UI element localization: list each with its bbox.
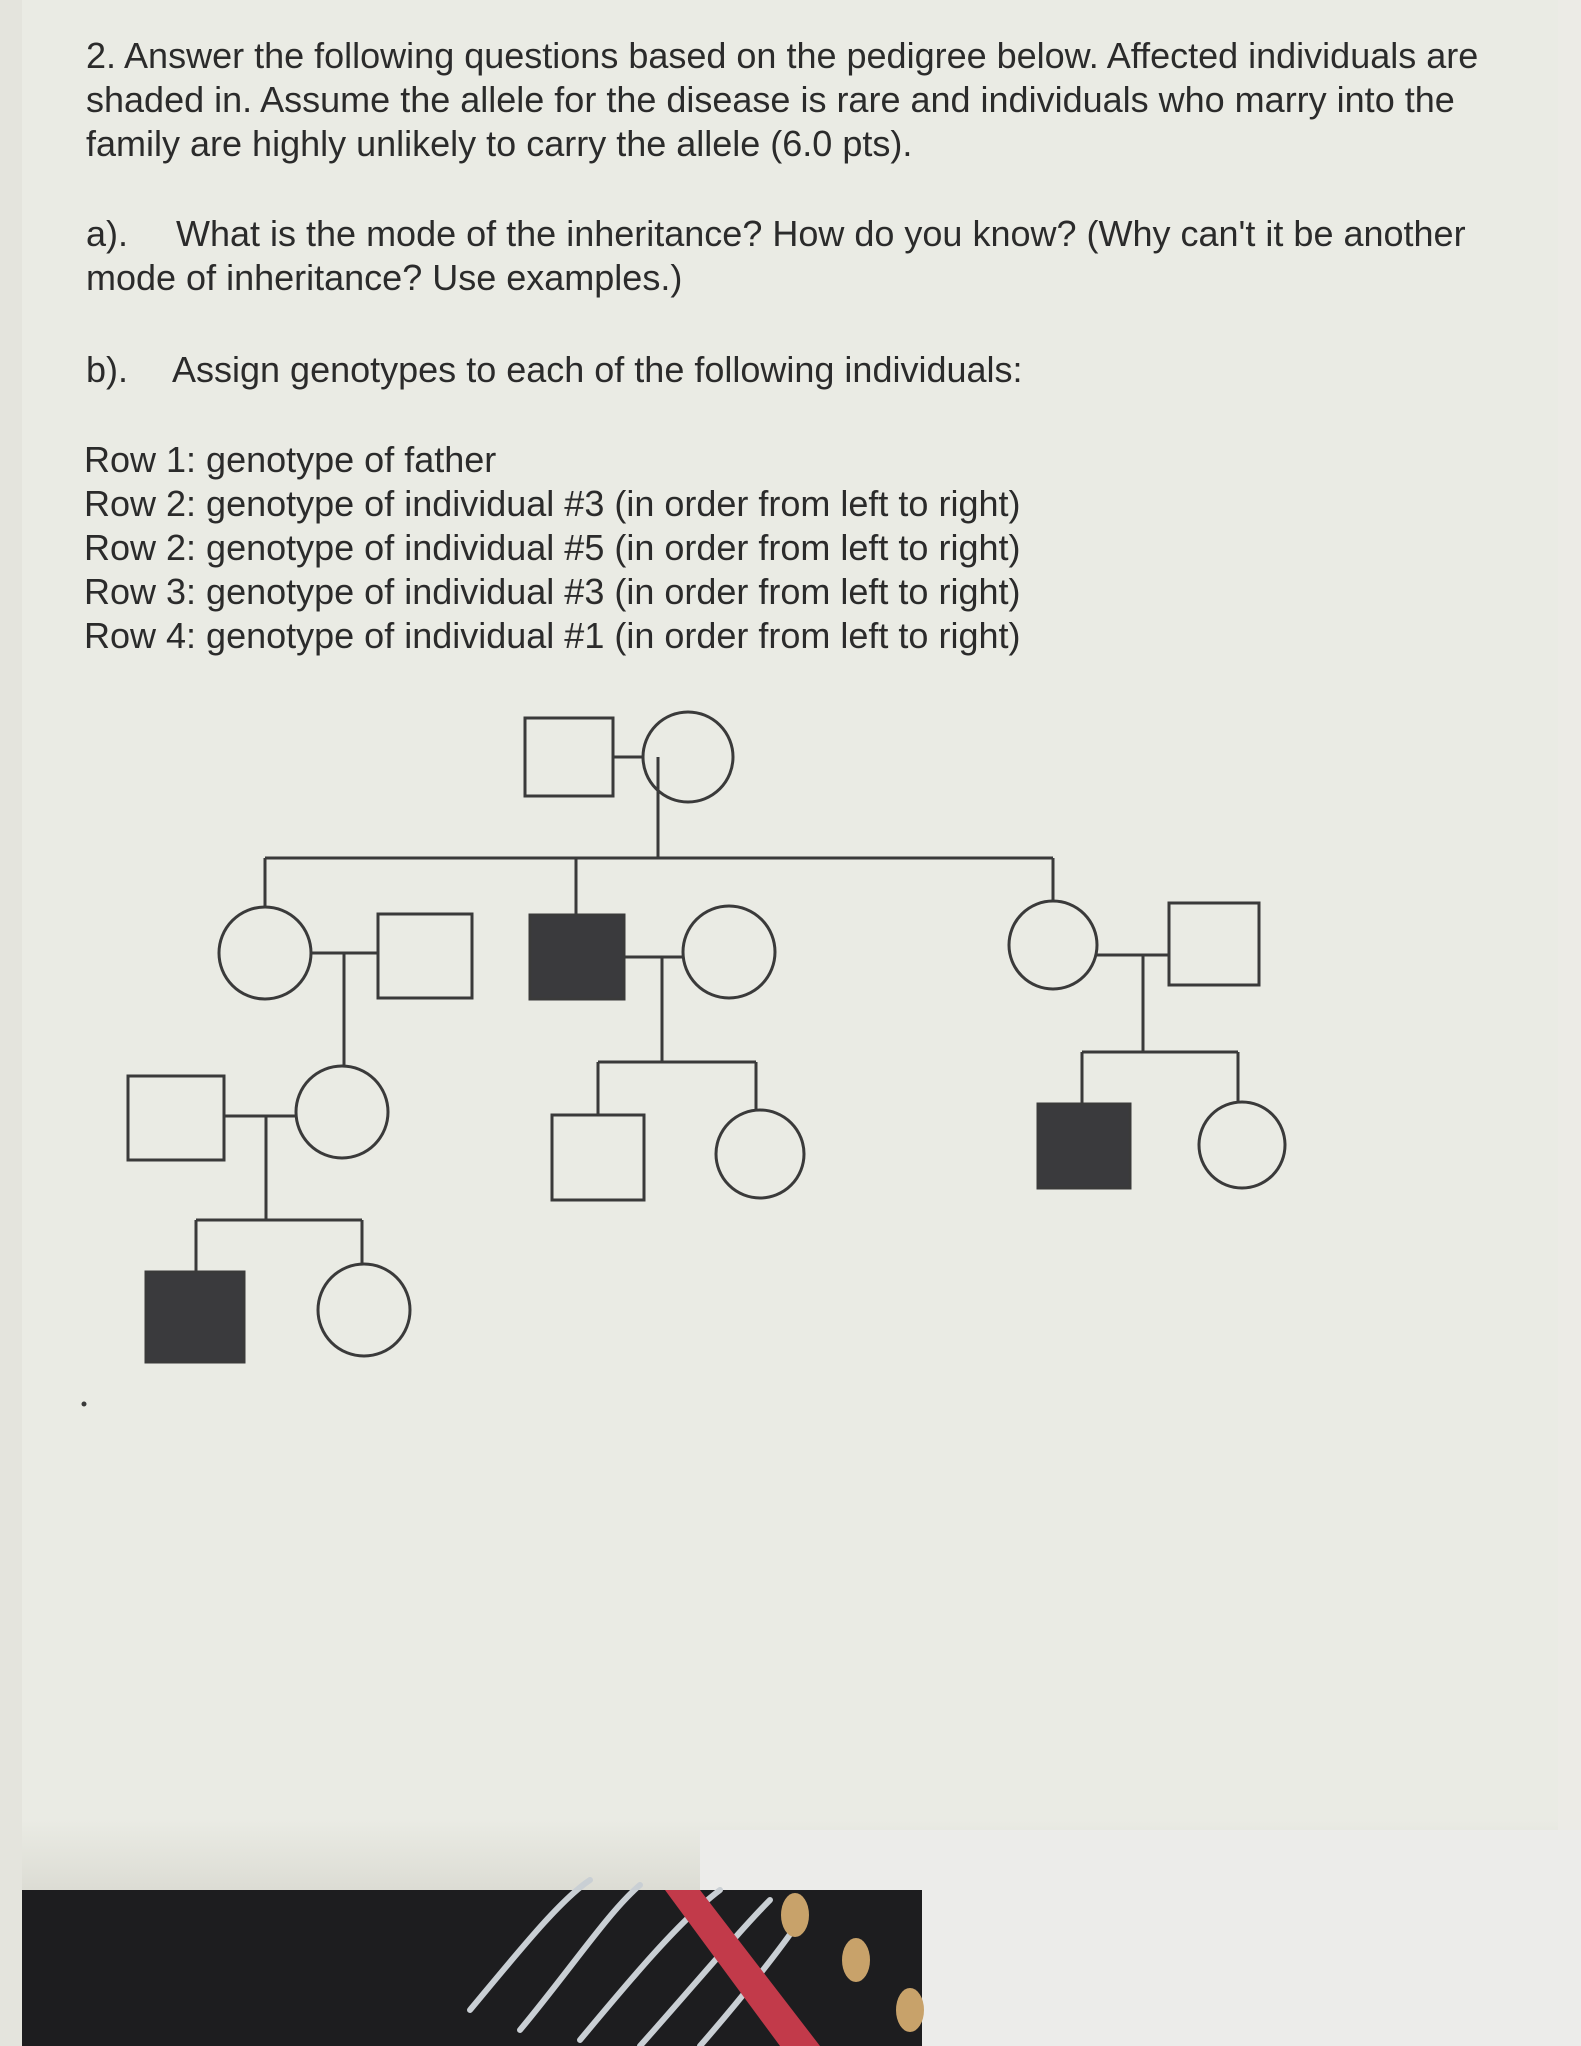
intro-line-2: shaded in. Assume the allele for the dis… (86, 79, 1455, 120)
part-a-label: a). (86, 213, 129, 254)
row-item: Row 1: genotype of father (84, 439, 497, 480)
spiral-ring (637, 1897, 773, 2046)
gen3-son-2 (550, 1113, 646, 1202)
gen2-spouse-3 (1167, 901, 1261, 987)
part-a-line-1: What is the mode of the inheritance? How… (176, 213, 1466, 254)
desk-surface (1558, 0, 1581, 2046)
brass-grommet (896, 1988, 924, 2032)
part-a-line-2: mode of inheritance? Use examples.) (86, 257, 683, 298)
brass-grommet (842, 1938, 870, 1982)
row-item: Row 4: genotype of individual #1 (in ord… (84, 615, 1021, 656)
gen2-daughter-2 (1007, 899, 1099, 991)
row-item: Row 3: genotype of individual #3 (in ord… (84, 571, 1021, 612)
gen3-daughter-2 (714, 1108, 806, 1200)
brass-grommet (781, 1893, 809, 1937)
part-b-label: b). (86, 349, 129, 390)
row-item: Row 2: genotype of individual #3 (in ord… (84, 483, 1021, 524)
spiral-ring (517, 1882, 643, 2033)
gen4-affected-son (144, 1270, 246, 1364)
gen2-affected-son (528, 913, 626, 1001)
intro-line-1: 2. Answer the following questions based … (86, 35, 1479, 76)
gen3-spouse-1 (126, 1074, 226, 1162)
intro-line-3: family are highly unlikely to carry the … (86, 123, 913, 164)
pencil-dot (81, 1401, 87, 1407)
part-b-text: Assign genotypes to each of the followin… (172, 349, 1023, 390)
row-item: Row 2: genotype of individual #5 (in ord… (84, 527, 1021, 568)
gen3-daughter-1 (294, 1064, 390, 1160)
spiral-ring (467, 1877, 593, 2013)
gen3-daughter-3 (1197, 1100, 1287, 1190)
gen2-spouse-2 (681, 904, 777, 1000)
gen2-spouse-1 (376, 912, 474, 1000)
gen3-affected-son-3 (1036, 1102, 1132, 1190)
gen4-daughter (316, 1262, 412, 1358)
red-divider-strip (665, 1890, 820, 2046)
